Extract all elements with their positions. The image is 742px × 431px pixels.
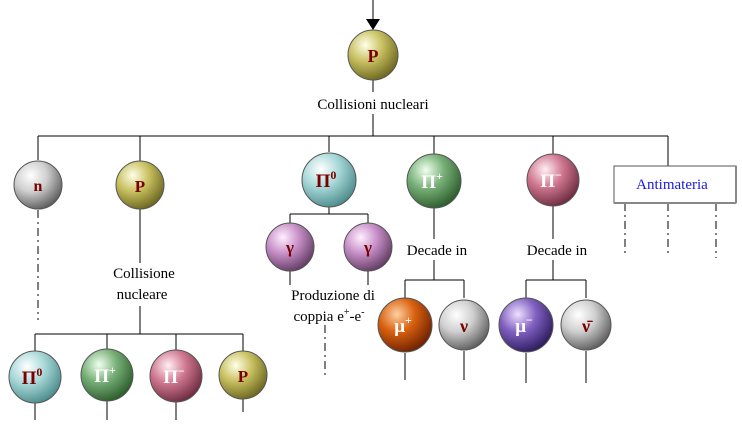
svg-text:Π0: Π0 <box>22 365 43 389</box>
svg-text:Π−: Π− <box>540 168 562 192</box>
antimateria-label: Antimateria <box>636 177 708 193</box>
node-sec-pion-plus-symbol: Π <box>94 366 109 387</box>
node-neutron-symbol: n <box>34 178 43 195</box>
node-pion-plus-symbol: Π <box>421 172 436 193</box>
node-muon-plus: μ+ <box>377 297 433 353</box>
node-sec-pion-minus: Π− <box>149 349 203 403</box>
nodes: P n P Π0 Π+ Π− γ γ <box>8 29 612 404</box>
svg-text:γ: γ <box>363 238 372 257</box>
labels: Collisioni nucleari Collisione nucleare … <box>113 92 588 325</box>
node-proton-symbol: P <box>135 177 145 196</box>
node-sec-pion-minus-symbol: Π <box>163 367 178 388</box>
node-top-proton: P <box>347 29 399 81</box>
node-sec-pion-zero-symbol: Π <box>22 368 37 389</box>
node-neutron: n <box>13 160 63 210</box>
label-collisione-line2: nucleare <box>117 287 168 303</box>
node-pion-zero-symbol: Π <box>316 171 331 192</box>
svg-text:μ+: μ+ <box>394 313 412 337</box>
label-decade-in-plus: Decade in <box>407 243 468 259</box>
label-eplus-sup: + <box>344 307 350 318</box>
node-pion-minus-sup: − <box>555 168 562 182</box>
node-top-proton-symbol: P <box>368 46 379 66</box>
node-muon-minus: μ− <box>498 297 554 353</box>
svg-text:γ: γ <box>285 238 294 257</box>
svg-text:ν: ν <box>459 316 468 336</box>
svg-text:Π0: Π0 <box>316 168 337 192</box>
node-muon-minus-sup: − <box>526 313 533 327</box>
antimateria-box: Antimateria <box>613 165 737 204</box>
node-muon-plus-symbol: μ <box>394 316 405 337</box>
label-produzione-line2: coppia e+-e- <box>293 307 364 325</box>
svg-text:Π+: Π+ <box>94 363 116 387</box>
node-gamma-1: γ <box>265 222 315 272</box>
node-sec-pion-plus: Π+ <box>80 348 134 402</box>
node-pion-plus: Π+ <box>406 153 462 209</box>
node-gamma-2-symbol: γ <box>363 238 372 257</box>
node-proton: P <box>115 160 165 210</box>
node-neutrino: ν <box>438 299 490 351</box>
svg-text:P: P <box>368 46 379 66</box>
node-gamma-1-symbol: γ <box>285 238 294 257</box>
node-sec-pion-zero: Π0 <box>8 350 62 404</box>
node-neutrino-symbol: ν <box>459 316 468 336</box>
node-sec-pion-plus-sup: + <box>109 363 116 377</box>
node-muon-plus-sup: + <box>405 313 412 327</box>
svg-text:P: P <box>238 367 248 386</box>
connectors <box>34 0 717 420</box>
node-sec-proton-symbol: P <box>238 367 248 386</box>
node-muon-minus-symbol: μ <box>515 316 526 337</box>
node-sec-proton: P <box>218 350 268 400</box>
label-eminus-sup: - <box>361 307 364 318</box>
svg-text:n: n <box>34 178 43 195</box>
node-pion-zero-sup: 0 <box>330 168 336 182</box>
svg-text:Π−: Π− <box>163 364 185 388</box>
label-produzione-line1: Produzione di <box>291 288 375 304</box>
svg-text:P: P <box>135 177 145 196</box>
svg-text:μ−: μ− <box>515 313 533 337</box>
node-pion-plus-sup: + <box>436 169 443 183</box>
label-decade-in-minus: Decade in <box>527 243 588 259</box>
node-pion-zero: Π0 <box>301 152 357 208</box>
label-collisione-line1: Collisione <box>113 266 175 282</box>
node-pion-minus: Π− <box>526 153 580 207</box>
label-dash-e: -e <box>350 309 362 325</box>
node-pion-minus-symbol: Π <box>540 171 555 192</box>
label-collisioni-nucleari: Collisioni nucleari <box>317 97 428 113</box>
label-coppia-prefix: coppia e <box>293 309 344 325</box>
node-sec-pion-minus-sup: − <box>178 364 185 378</box>
node-antineutrino-symbol: ν̄ <box>581 316 593 336</box>
node-gamma-2: γ <box>343 222 393 272</box>
node-antineutrino: ν̄ <box>560 299 612 351</box>
node-sec-pion-zero-sup: 0 <box>36 365 42 379</box>
input-arrowhead <box>366 19 380 30</box>
svg-text:ν̄: ν̄ <box>581 316 593 336</box>
svg-text:Π+: Π+ <box>421 169 443 193</box>
